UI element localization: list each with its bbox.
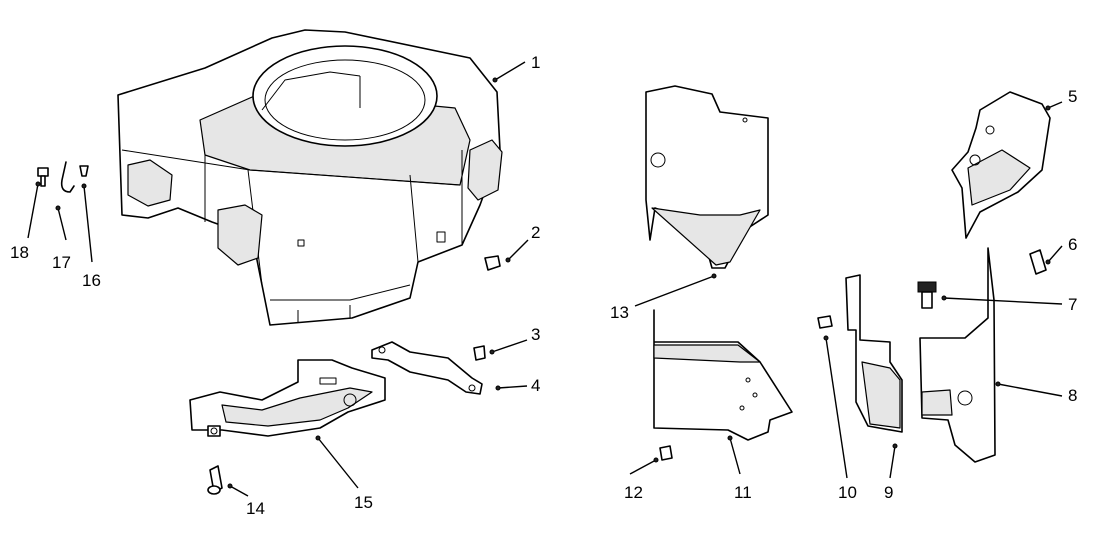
callout-2: 2 <box>531 223 540 242</box>
callout-15: 15 <box>354 493 373 512</box>
screws-right <box>659 315 833 461</box>
callout-4: 4 <box>531 376 540 395</box>
leader-lines <box>27 61 1063 497</box>
corner-bracket <box>951 91 1051 239</box>
small-hardware-left <box>37 161 89 193</box>
callout-13: 13 <box>610 303 629 322</box>
callout-12: 12 <box>624 483 643 502</box>
callout-10: 10 <box>838 483 857 502</box>
callout-labels: 1 2 3 4 5 6 7 8 9 10 11 12 13 14 15 16 1… <box>10 53 1077 518</box>
bolts-right <box>917 249 1047 309</box>
lower-baffle <box>189 359 386 437</box>
callout-14: 14 <box>246 499 265 518</box>
lower-shield <box>653 309 793 441</box>
callout-5: 5 <box>1068 87 1077 106</box>
callout-17: 17 <box>52 253 71 272</box>
side-plate <box>845 274 903 433</box>
side-shield <box>919 247 996 463</box>
blower-housing <box>117 29 503 326</box>
callout-18: 18 <box>10 243 29 262</box>
screws-center <box>207 255 501 495</box>
callout-6: 6 <box>1068 235 1077 254</box>
callout-7: 7 <box>1068 295 1077 314</box>
strap-bracket <box>371 341 483 395</box>
upper-shield <box>645 85 769 269</box>
callout-11: 11 <box>734 483 752 502</box>
callout-16: 16 <box>82 271 101 290</box>
callout-3: 3 <box>531 325 540 344</box>
callout-9: 9 <box>884 483 893 502</box>
callout-1: 1 <box>531 53 540 72</box>
callout-8: 8 <box>1068 386 1077 405</box>
